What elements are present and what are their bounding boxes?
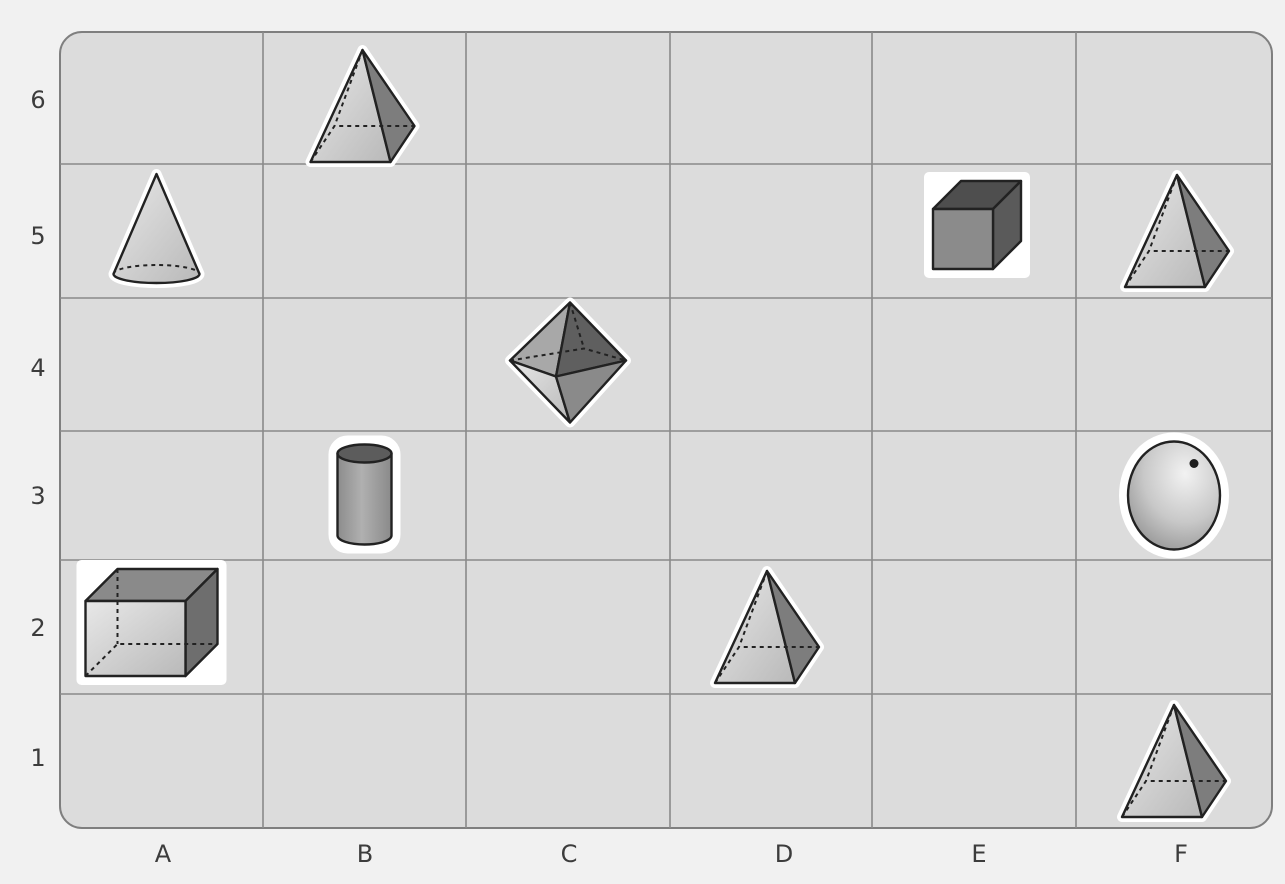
cylinder-B3 <box>334 441 396 549</box>
col-label-A: A <box>155 840 172 868</box>
row-label-1: 1 <box>30 744 45 772</box>
col-label-F: F <box>1174 840 1188 868</box>
col-label-E: E <box>971 840 986 868</box>
cuboid-A2 <box>82 565 222 680</box>
row-label-2: 2 <box>30 614 45 642</box>
row-label-4: 4 <box>30 354 45 382</box>
col-label-C: C <box>561 840 578 868</box>
row-label-3: 3 <box>30 482 45 510</box>
col-label-D: D <box>775 840 793 868</box>
row-labels: 6 5 4 3 2 1 <box>30 86 45 772</box>
sphere-F3 <box>1124 438 1224 554</box>
col-label-B: B <box>357 840 373 868</box>
grid-background <box>60 32 1272 828</box>
row-label-6: 6 <box>30 86 45 114</box>
column-labels: A B C D E F <box>155 840 1188 868</box>
row-label-5: 5 <box>30 222 45 250</box>
cube-E5 <box>929 177 1025 273</box>
